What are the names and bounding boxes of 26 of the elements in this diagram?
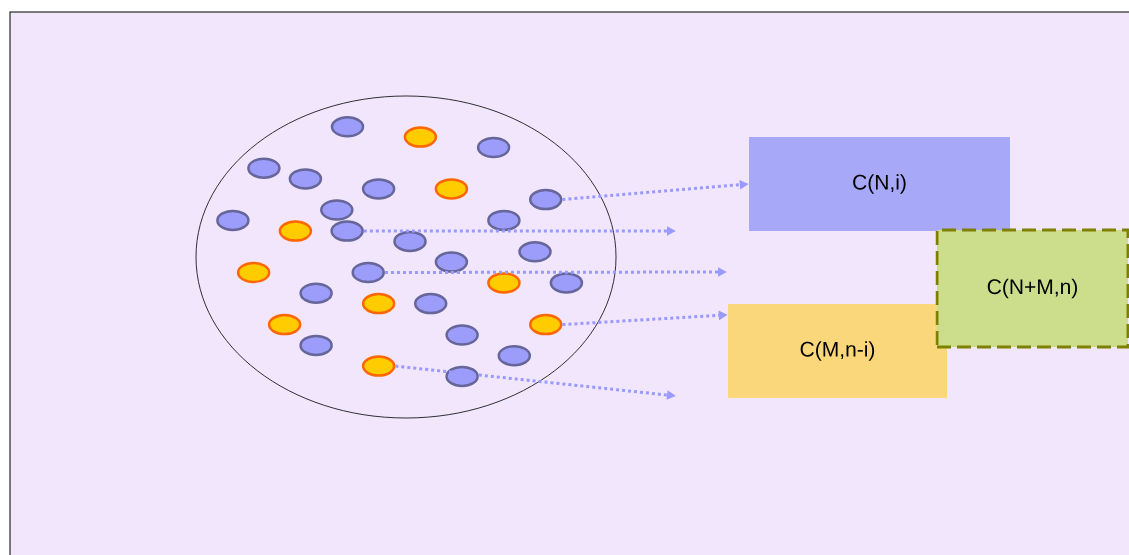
term-box: C(M,n-i) [728, 304, 947, 398]
ball [236, 261, 271, 284]
ball [361, 355, 396, 377]
ball [361, 178, 396, 200]
ball [351, 261, 385, 284]
ball [528, 313, 563, 336]
ball [267, 313, 302, 336]
ball [216, 209, 250, 232]
ball [361, 292, 396, 315]
ball [278, 220, 313, 242]
ball [549, 272, 584, 294]
set-ellipse [195, 95, 617, 419]
ball [413, 292, 448, 315]
ball [434, 178, 469, 200]
term-box: C(N,i) [749, 137, 1010, 231]
ball [403, 126, 438, 148]
ball [445, 365, 479, 388]
ball [393, 230, 427, 253]
ball [528, 188, 563, 211]
ball [299, 334, 333, 357]
term-box: C(N+M,n) [935, 228, 1129, 349]
ball [487, 209, 521, 232]
ball [434, 251, 469, 273]
ball [330, 116, 365, 138]
ball [476, 136, 511, 159]
ball [288, 168, 323, 190]
